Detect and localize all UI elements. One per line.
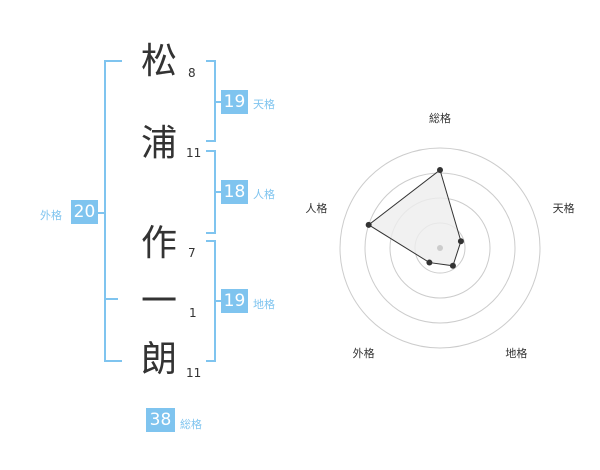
sou-label: 総格	[180, 418, 202, 431]
radar-point-2	[457, 238, 464, 245]
radar-axis-label-1: 総格	[429, 111, 451, 125]
ten-label: 天格	[253, 98, 275, 111]
stroke-count-1: 8	[188, 66, 196, 80]
name-char-1: 松	[141, 41, 178, 82]
radar-polygon	[367, 169, 462, 267]
chi-label: 地格	[253, 298, 275, 311]
stroke-count-3: 7	[188, 246, 196, 260]
radar-axis-label-3: 地格	[505, 346, 527, 360]
ten-score: 19	[221, 90, 248, 114]
sou-score: 38	[146, 408, 175, 432]
ten-bracket	[206, 60, 216, 142]
radar-ring-4	[339, 147, 541, 349]
chi-bracket	[206, 240, 216, 362]
radar-point-4	[426, 259, 433, 266]
chi-score: 19	[221, 289, 248, 313]
chi-bracket-stub	[216, 300, 221, 302]
radar-axis-label-4: 外格	[353, 346, 375, 360]
jin-bracket	[206, 150, 216, 234]
radar-axis-label-5: 人格	[305, 201, 327, 215]
radar-point-3	[449, 262, 456, 269]
name-char-2: 浦	[141, 123, 178, 164]
gai-score: 20	[71, 200, 98, 224]
radar-point-1	[437, 167, 443, 173]
gai-bracket-tick	[104, 298, 118, 300]
jin-score: 18	[221, 180, 248, 204]
stroke-count-2: 11	[186, 146, 202, 160]
gai-bracket-stub	[98, 212, 104, 214]
jin-label: 人格	[253, 188, 275, 201]
name-char-5: 朗	[141, 339, 178, 380]
ten-bracket-stub	[216, 101, 221, 103]
radar-center-dot	[437, 245, 443, 251]
gai-bracket	[104, 60, 122, 362]
jin-bracket-stub	[216, 191, 221, 193]
stroke-count-4: 1	[189, 306, 197, 320]
radar-axis-label-2: 天格	[553, 201, 575, 215]
gai-label: 外格	[40, 209, 62, 222]
stroke-count-5: 11	[186, 366, 202, 380]
radar-point-5	[365, 221, 372, 228]
name-char-4: 一	[141, 281, 178, 322]
name-char-3: 作	[141, 223, 178, 264]
